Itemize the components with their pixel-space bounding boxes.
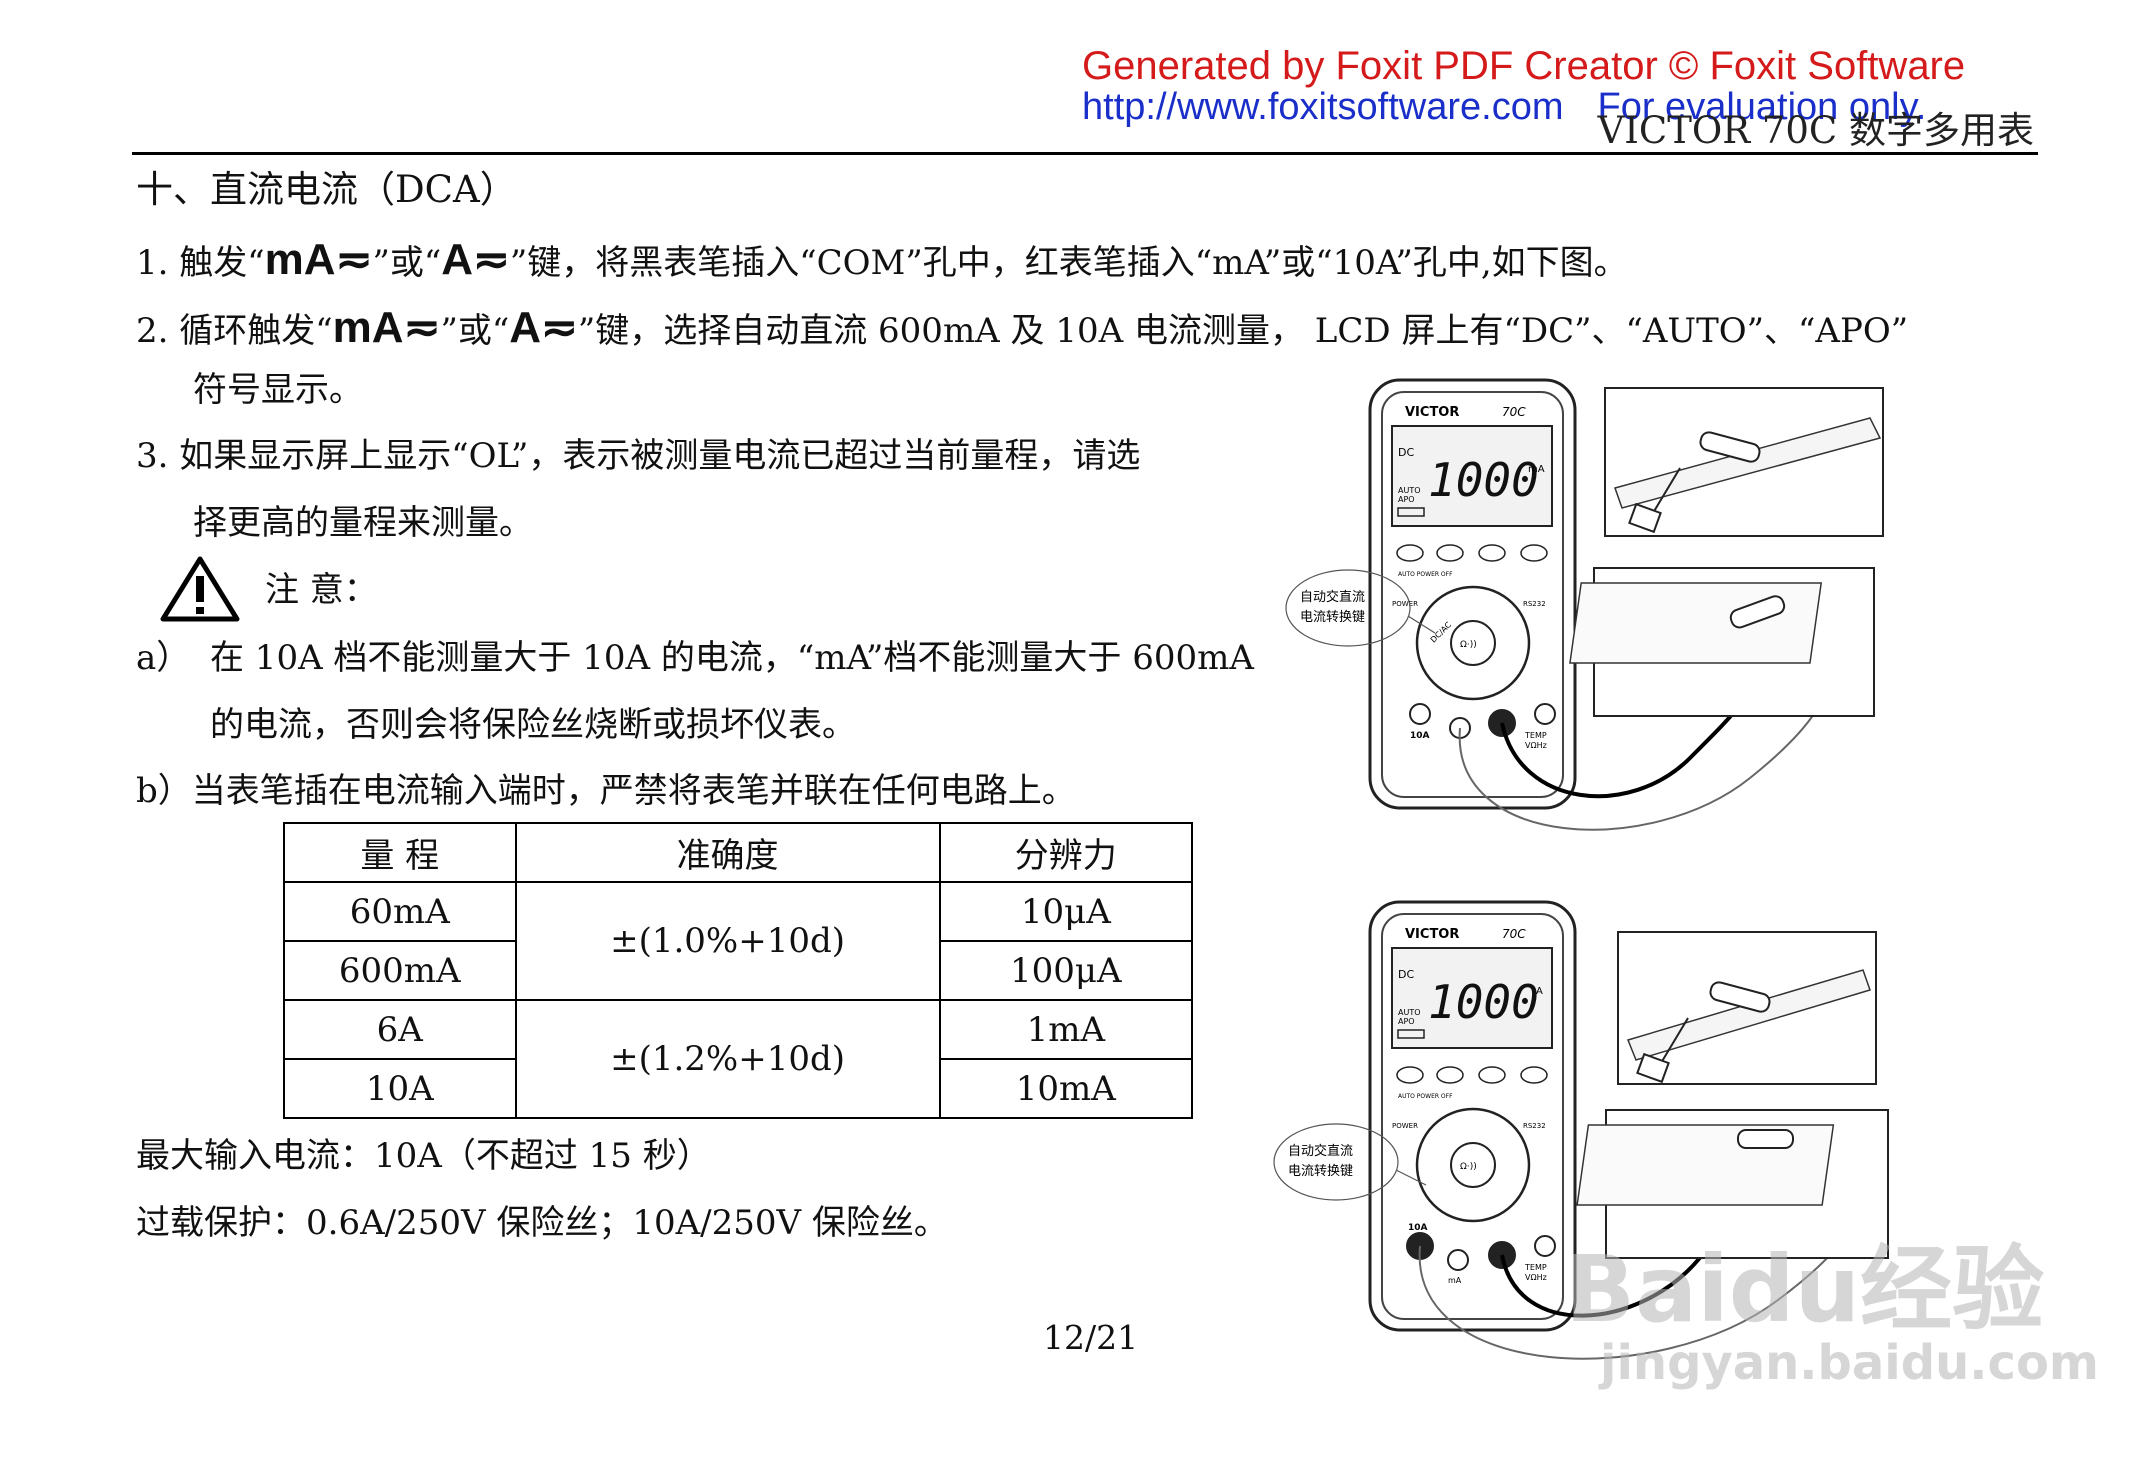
table-header-row: 量 程 准确度 分辨力	[283, 822, 1194, 883]
multimeter-figure-a: VICTOR 70C DC AUTO APO 1000 A AUTO POWER…	[1273, 900, 1889, 1360]
baidu-watermark: Baidu经验	[1565, 1236, 2045, 1343]
dcac-icon: ≂	[403, 303, 441, 352]
foxit-url[interactable]: http://www.foxitsoftware.com	[1082, 86, 1564, 128]
step-3-text: 如果显示屏上显示“OL”，表示被测量电流已超过当前量程，请选	[179, 436, 1141, 476]
table-cell-range: 10A	[283, 1058, 517, 1119]
table-row: 10A 10mA	[283, 1058, 1194, 1119]
table-row: 6A ±(1.2%+10d) 1mA	[283, 999, 1194, 1119]
lcd-unit: mA	[1528, 464, 1545, 475]
max-input-spec: 最大输入电流：10A（不超过 15 秒）	[136, 1136, 711, 1176]
ohm-button-label: Ω·))	[1460, 1162, 1477, 1172]
lcd-unit: A	[1536, 986, 1543, 997]
step-1-text-b: ”或“	[372, 243, 442, 283]
rs232-label: RS232	[1523, 600, 1546, 608]
port-vohm-label: VΩHz	[1525, 1273, 1547, 1282]
lcd-auto: AUTO	[1398, 1008, 1421, 1017]
table-cell-range: 60mA	[283, 881, 517, 942]
brand-label: VICTOR	[1405, 405, 1459, 420]
callout-line2: 电流转换键	[1288, 1164, 1353, 1179]
lcd-auto: AUTO	[1398, 486, 1421, 495]
lcd-apo: APO	[1398, 1017, 1415, 1026]
step-2-text-a: 循环触发“	[179, 311, 333, 351]
port-ma-label: mA	[1448, 1276, 1462, 1285]
brand-label: VICTOR	[1405, 927, 1459, 942]
overload-spec: 过载保护：0.6A/250V 保险丝；10A/250V 保险丝。	[136, 1203, 948, 1243]
table-row: 600mA 100μA	[283, 940, 1194, 1001]
callout-line2: 电流转换键	[1300, 610, 1365, 625]
step-2-text-c: ”键，选择自动直流 600mA 及 10A 电流测量， LCD 屏上有“DC”、…	[577, 311, 1909, 351]
page-number: 12/21	[1043, 1318, 1139, 1357]
foxit-banner-url: http://www.foxitsoftware.com For evaluati…	[1082, 86, 1926, 129]
lcd-value: 1000	[1428, 975, 1539, 1029]
warning-icon	[160, 556, 240, 622]
step-3: 3. 如果显示屏上显示“OL”，表示被测量电流已超过当前量程，请选	[136, 436, 1140, 477]
power-label: POWER	[1392, 1122, 1418, 1130]
step-1-text-a: 触发“	[179, 243, 265, 283]
table-cell-accuracy: ±(1.0%+10d)	[514, 881, 941, 1001]
section-title: 十、直流电流（DCA）	[136, 168, 517, 211]
table-header: 分辨力	[938, 822, 1194, 883]
lcd-dc: DC	[1398, 968, 1414, 981]
table-cell-range: 600mA	[283, 940, 517, 1001]
model-label: 70C	[1502, 927, 1526, 941]
lcd-dc: DC	[1398, 446, 1414, 459]
table-row: 60mA ±(1.0%+10d) 10μA	[283, 881, 1194, 1001]
page-header-title: VICTOR 70C 数字多用表	[1597, 109, 2034, 152]
model-label: 70C	[1502, 405, 1526, 419]
power-label: POWER	[1392, 600, 1418, 608]
port-10a-label: 10A	[1408, 1223, 1428, 1233]
table-cell-resolution: 10mA	[938, 1058, 1194, 1119]
notice-a-mark: a）	[136, 638, 191, 678]
table-cell-resolution: 1mA	[938, 999, 1194, 1060]
table-cell-resolution: 10μA	[938, 881, 1194, 942]
step-2-number: 2.	[136, 311, 169, 351]
step-1-number: 1.	[136, 243, 169, 283]
step-2-text-b: ”或“	[440, 311, 510, 351]
callout-line1: 自动交直流	[1288, 1143, 1353, 1159]
step-3-number: 3.	[136, 436, 169, 476]
lcd-value: 1000	[1428, 453, 1539, 507]
step-1-text-c: ”键，将黑表笔插入“COM”孔中，红表笔插入“mA”或“10A”孔中,如下图。	[509, 243, 1628, 283]
step-3-continued: 择更高的量程来测量。	[193, 503, 533, 543]
table-header: 准确度	[514, 822, 941, 883]
notice-a-line2: 的电流，否则会将保险丝烧断或损坏仪表。	[210, 705, 856, 745]
step-2: 2. 循环触发“mA≂”或“A≂”键，选择自动直流 600mA 及 10A 电流…	[136, 302, 1908, 355]
dcac-icon: ≂	[335, 235, 373, 284]
step-1: 1. 触发“mA≂”或“A≂”键，将黑表笔插入“COM”孔中，红表笔插入“mA”…	[136, 234, 1628, 287]
foxit-banner-line: Generated by Foxit PDF Creator © Foxit S…	[1082, 44, 1966, 88]
dcac-icon: ≂	[472, 235, 510, 284]
notice-label: 注 意：	[265, 570, 378, 610]
ma-symbol: mA	[264, 235, 336, 284]
port-temp-label: TEMP	[1524, 731, 1547, 740]
callout-line1: 自动交直流	[1300, 589, 1365, 605]
lcd-apo: APO	[1398, 495, 1415, 504]
rs232-label: RS232	[1523, 1122, 1546, 1130]
a-symbol: A	[441, 235, 473, 284]
dcac-icon: ≂	[540, 303, 578, 352]
table-cell-accuracy: ±(1.2%+10d)	[514, 999, 941, 1119]
foxit-eval: For evaluation only.	[1597, 86, 1927, 128]
step-2-continued: 符号显示。	[193, 370, 363, 410]
ohm-button-label: Ω·))	[1460, 640, 1477, 650]
header-rule	[132, 152, 2038, 155]
port-vohm-label: VΩHz	[1525, 741, 1547, 750]
table-header: 量 程	[283, 822, 517, 883]
notice-a-line1: 在 10A 档不能测量大于 10A 的电流，“mA”档不能测量大于 600mA	[210, 638, 1254, 678]
notice-b: b）当表笔插在电流输入端时，严禁将表笔并联在任何电路上。	[136, 771, 1076, 811]
port-temp-label: TEMP	[1524, 1263, 1547, 1272]
spec-table: 量 程 准确度 分辨力 60mA ±(1.0%+10d) 10μA 600mA …	[283, 822, 1194, 1119]
auto-power-off-label: AUTO POWER OFF	[1398, 1093, 1453, 1100]
multimeter-figure-ma: VICTOR 70C DC AUTO APO 1000 mA AUTO POWE…	[1285, 378, 1884, 831]
a-symbol: A	[509, 303, 541, 352]
table-cell-resolution: 100μA	[938, 940, 1194, 1001]
table-cell-range: 6A	[283, 999, 517, 1060]
ma-symbol: mA	[332, 303, 404, 352]
port-10a-label: 10A	[1410, 731, 1430, 741]
baidu-watermark-url: jingyan.baidu.com	[1600, 1335, 2099, 1391]
auto-power-off-label: AUTO POWER OFF	[1398, 571, 1453, 578]
